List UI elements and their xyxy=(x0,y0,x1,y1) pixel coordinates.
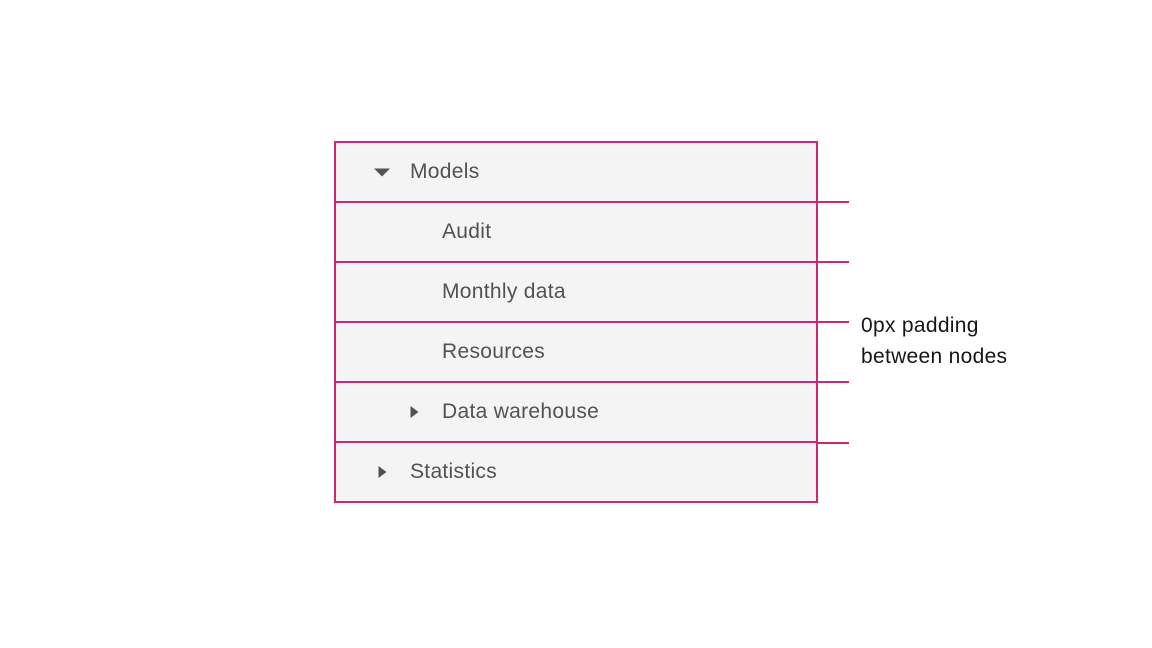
tree-node-models[interactable]: Models xyxy=(336,143,816,201)
tree-node-label: Models xyxy=(410,160,480,183)
caret-right-icon[interactable] xyxy=(406,406,422,418)
tree-node-label: Statistics xyxy=(410,460,498,483)
node-boundary-annotation-line xyxy=(816,442,849,444)
tree-node-audit[interactable]: Audit xyxy=(336,201,816,261)
tree-node-label: Audit xyxy=(442,220,492,243)
tree-view: Models Audit Monthly data Resources Data… xyxy=(334,141,818,503)
tree-node-resources[interactable]: Resources xyxy=(336,321,816,381)
caret-down-icon[interactable] xyxy=(374,168,390,177)
annotation-line-2: between nodes xyxy=(861,345,1008,368)
tree-node-monthly-data[interactable]: Monthly data xyxy=(336,261,816,321)
tree-node-label: Resources xyxy=(442,340,546,363)
annotation-line-1: 0px padding xyxy=(861,314,979,337)
tree-node-label: Data warehouse xyxy=(442,400,600,423)
tree-node-statistics[interactable]: Statistics xyxy=(336,441,816,501)
tree-node-data-warehouse[interactable]: Data warehouse xyxy=(336,381,816,441)
node-boundary-annotation-line xyxy=(816,201,849,203)
node-boundary-annotation-line xyxy=(816,261,849,263)
caret-right-icon[interactable] xyxy=(374,466,390,478)
annotation-text: 0px padding between nodes xyxy=(861,310,1007,372)
node-boundary-annotation-line xyxy=(816,381,849,383)
node-boundary-annotation-line xyxy=(816,321,849,323)
tree-node-label: Monthly data xyxy=(442,280,566,303)
